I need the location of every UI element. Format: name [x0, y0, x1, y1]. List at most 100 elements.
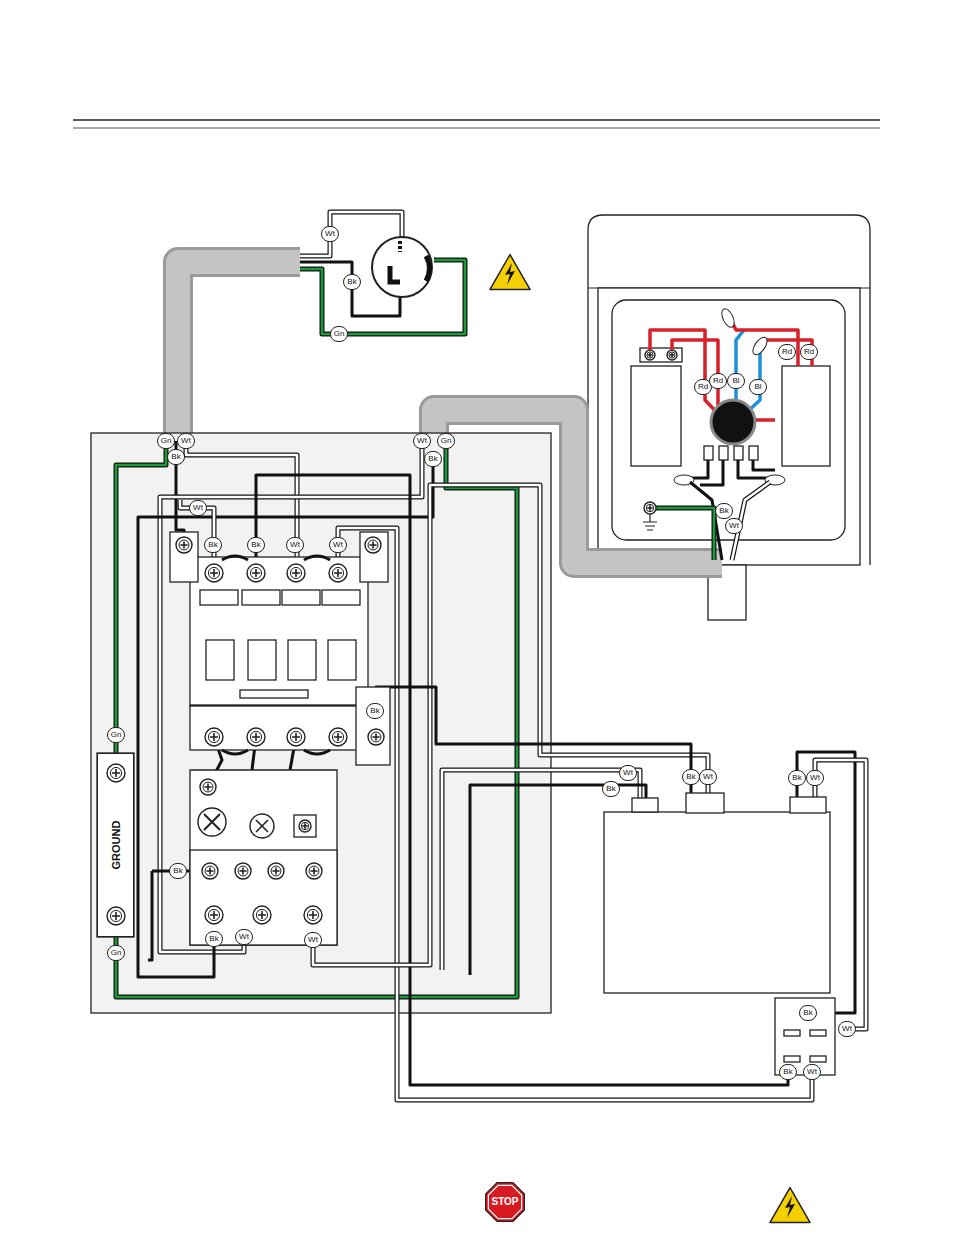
terminal-screw-head: [110, 910, 121, 921]
reset-button: [198, 808, 226, 836]
terminal-screw-head: [250, 567, 261, 578]
wire-color-tag: Bk: [204, 537, 222, 553]
wire-color-tag: Wt: [235, 929, 253, 945]
terminal-screw: [287, 728, 305, 746]
wire-color-tag: Bl: [749, 379, 767, 395]
terminal-screw: [202, 863, 218, 879]
wire-color-tag: Bk: [779, 1064, 797, 1080]
terminal-screw-head: [332, 731, 343, 742]
white-wire-outline: [186, 441, 297, 573]
wire-color-tag: Bk: [366, 703, 384, 719]
screw-slot: [369, 541, 376, 548]
wire-color-tag: Bk: [247, 537, 265, 553]
terminal-screw-head: [290, 567, 301, 578]
white-wire: [186, 441, 297, 573]
contactor-slot: [322, 590, 360, 605]
wire-color-tag: Bk: [715, 503, 733, 519]
motor-housing: [588, 215, 870, 565]
terminal-screw: [667, 350, 677, 360]
wire-color-tag: Gn: [107, 945, 125, 961]
terminal-screw: [368, 729, 384, 745]
wire-color-tag: Wt: [413, 433, 431, 449]
screw-slot: [206, 867, 213, 874]
terminal-screw: [299, 820, 311, 832]
terminal-screw: [176, 537, 192, 553]
terminal-screw: [107, 907, 125, 925]
lightning-bolt: [785, 1196, 795, 1218]
conduit: [178, 262, 300, 438]
terminal-screw: [645, 350, 655, 360]
black-wire: [138, 459, 433, 977]
terminal-screw: [107, 764, 125, 782]
box-terminal: [686, 793, 724, 813]
terminal-screw: [644, 502, 656, 514]
contactor-window: [288, 640, 316, 680]
wire-color-tag: Rd: [709, 373, 727, 389]
ground-bar: GROUND: [97, 753, 134, 937]
screw-slot: [292, 733, 300, 741]
test-switch: [294, 815, 316, 837]
wire-color-tag: Wt: [806, 770, 824, 786]
wire-color-tag: Wt: [699, 769, 717, 785]
black-wire: [148, 871, 152, 960]
lightning-bolt: [505, 263, 515, 285]
wire-color-tag: Wt: [619, 765, 637, 781]
wire-color-tag: Gn: [107, 727, 125, 743]
contactor-slot: [282, 590, 320, 605]
stop-sign-border: [488, 1185, 521, 1218]
terminal-screw-head: [271, 866, 281, 876]
terminal-screw-head: [205, 866, 215, 876]
contactor-window: [328, 640, 356, 680]
terminal-screw-head: [110, 767, 121, 778]
screw-slot: [239, 867, 246, 874]
ground-label: GROUND: [110, 821, 122, 870]
wire-color-tag: Rd: [778, 344, 796, 360]
jumper: [222, 556, 330, 754]
terminal-screw-head: [238, 866, 248, 876]
dial-cross: [256, 820, 268, 832]
wire-nut: [750, 335, 770, 357]
screw-slot: [252, 733, 260, 741]
contactor-bar: [240, 690, 308, 698]
green-wire-outline: [116, 441, 517, 997]
screw-slot: [648, 353, 653, 358]
junction-box: [598, 288, 860, 565]
terminal-screw: [329, 564, 347, 582]
lead-marker: [719, 446, 728, 460]
red-wire: [730, 318, 798, 366]
screw-slot: [292, 569, 300, 577]
switch-contact: [784, 1030, 800, 1036]
terminal-screw-head: [208, 909, 219, 920]
terminal-screw-head: [256, 909, 267, 920]
ground-symbol: [643, 514, 657, 530]
terminal-screw-head: [208, 567, 219, 578]
wire-color-tag: Bl: [727, 373, 745, 389]
wire-nut: [719, 307, 737, 329]
terminal-screw: [247, 564, 265, 582]
screw-slot: [204, 783, 211, 790]
screw-slot: [334, 569, 342, 577]
terminal-screw-head: [669, 352, 675, 358]
switch-contact: [810, 1030, 826, 1036]
wire-color-tag: Bk: [424, 451, 442, 467]
screw-slot: [210, 733, 218, 741]
wire-color-tag: Wt: [286, 537, 304, 553]
terminal-screw: [365, 537, 381, 553]
red-wire: [756, 418, 775, 422]
wire-color-tag: Gn: [330, 326, 348, 342]
wire-color-tag: Rd: [800, 344, 818, 360]
terminal-screw-head: [332, 567, 343, 578]
contactor-slot: [200, 590, 238, 605]
terminal-screw: [205, 728, 223, 746]
terminal-screw-head: [250, 731, 261, 742]
switch-contact: [784, 1056, 800, 1062]
plug-prong: [398, 241, 402, 252]
terminal-screw-head: [301, 822, 308, 829]
wire-color-tag: Bk: [682, 769, 700, 785]
capacitor: [782, 366, 830, 466]
screw-slot: [252, 569, 260, 577]
wire-color-tag: Bk: [343, 274, 361, 290]
plug-prong: [390, 266, 400, 282]
wire-color-tag: Bk: [799, 1005, 817, 1021]
start-box: [604, 812, 830, 993]
